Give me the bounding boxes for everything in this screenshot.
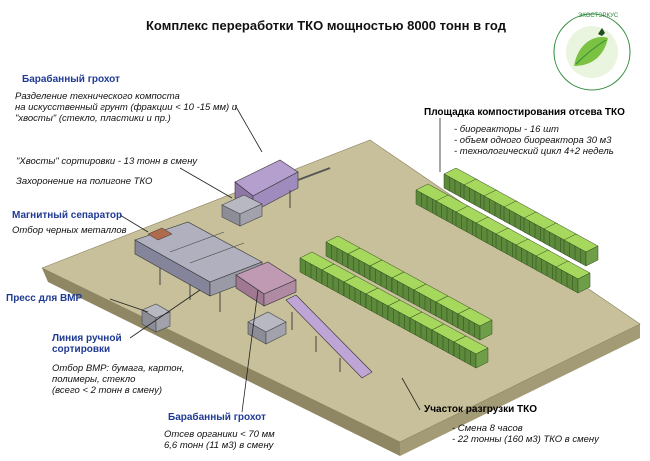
organics-bin (247, 311, 287, 345)
tails-line1: "Хвосты" сортировки - 13 тонн в смену (16, 156, 198, 167)
drum-screen-bottom-desc: Отсев органики < 70 мм 6,6 тонн (11 м3) … (164, 429, 275, 451)
bioreactor-field (299, 167, 599, 369)
composting-heading: Площадка компостирования отсева ТКО (424, 107, 625, 118)
platform-side-right (400, 324, 640, 456)
bioreactor (453, 335, 489, 369)
composting-desc: - биореакторы - 16 шт - объем одного био… (454, 124, 614, 157)
bioreactor (457, 307, 493, 341)
bioreactor (563, 233, 599, 267)
unloading-heading: Участок разгрузки ТКО (424, 404, 538, 415)
magnetic-separator-heading: Магнитный сепаратор (12, 210, 123, 221)
manual-sort-heading: Линия ручной сортировки (52, 333, 122, 355)
drum-screen-top-heading: Барабанный грохот (22, 74, 120, 85)
bioreactor (555, 260, 591, 294)
drum-screen-bottom-heading: Барабанный грохот (168, 412, 266, 423)
page-title: Комплекс переработки ТКО мощностью 8000 … (146, 18, 506, 33)
tails-line2: Захоронение на полигоне ТКО (16, 176, 153, 187)
manual-sort-desc: Отбор ВМР: бумага, картон, полимеры, сте… (52, 363, 185, 396)
press-vmr (141, 303, 171, 333)
eco-logo (553, 13, 631, 91)
logo-text: ЭКОСТЭРКУС (578, 13, 619, 19)
conveyor-unloading (285, 294, 373, 379)
pointer-lines (109, 104, 441, 413)
unloading-desc: - Смена 8 часов - 22 тонны (160 м3) ТКО … (452, 423, 599, 445)
platform-side-left (42, 268, 400, 456)
magnetic-separator-desc: Отбор черных металлов (12, 225, 127, 236)
drum-screen-top-desc: Разделение технического компоста на иску… (15, 91, 238, 124)
tails-bin (221, 194, 263, 227)
press-heading: Пресс для ВМР (6, 293, 83, 304)
